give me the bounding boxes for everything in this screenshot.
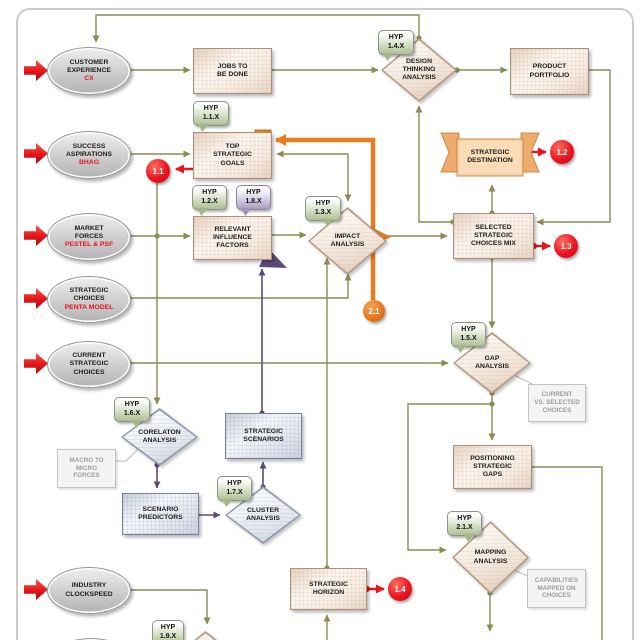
box-scenario-predictors: SCENARIO PREDICTORS — [122, 493, 199, 535]
box-relevant-influence-factors: RELEVANT INFLUENCE FACTORS — [193, 216, 272, 260]
node-current-strategic-choices: CURRENT STRATEGIC CHOICES — [47, 341, 131, 388]
box-top-strategic-goals: TOP STRATEGIC GOALS — [193, 132, 272, 179]
box-product-portfolio: PRODUCT PORTFOLIO — [510, 48, 589, 95]
marker-1-4: 1.4 — [388, 577, 412, 601]
node-industry-clockspeed: INDUSTRY CLOCKSPEED — [47, 567, 131, 614]
slide-frame — [16, 8, 634, 640]
banner-strategic-destination — [440, 132, 540, 177]
marker-1-1: 1.1 — [146, 159, 170, 183]
node-customer-experience: CUSTOMER EXPERIENCE CX — [47, 47, 131, 95]
node-success-aspirations: SUCCESS ASPIRATIONS BHAG — [47, 131, 131, 179]
marker-1-3: 1.3 — [554, 234, 578, 258]
node-market-forces: MARKET FORCES PESTEL & PSF — [47, 213, 131, 261]
node-strategic-choices: STRATEGIC CHOICES PENTA MODEL — [47, 276, 131, 323]
box-jobs-to-be-done: JOBS TO BE DONE — [193, 48, 272, 94]
box-strategic-scenarios: STRATEGIC SCENARIOS — [225, 413, 302, 459]
diamond-partial-bottom — [167, 631, 244, 640]
box-selected-strategic-choices-mix: SELECTED STRATEGIC CHOICES MIX — [453, 213, 534, 259]
marker-1-2: 1.2 — [550, 140, 574, 164]
marker-2-1: 2.1 — [363, 300, 385, 322]
box-strategic-horizon: STRATEGIC HORIZON — [290, 568, 367, 610]
box-positioning-strategic-gaps: POSITIONING STRATEGIC GAPS — [453, 445, 532, 489]
